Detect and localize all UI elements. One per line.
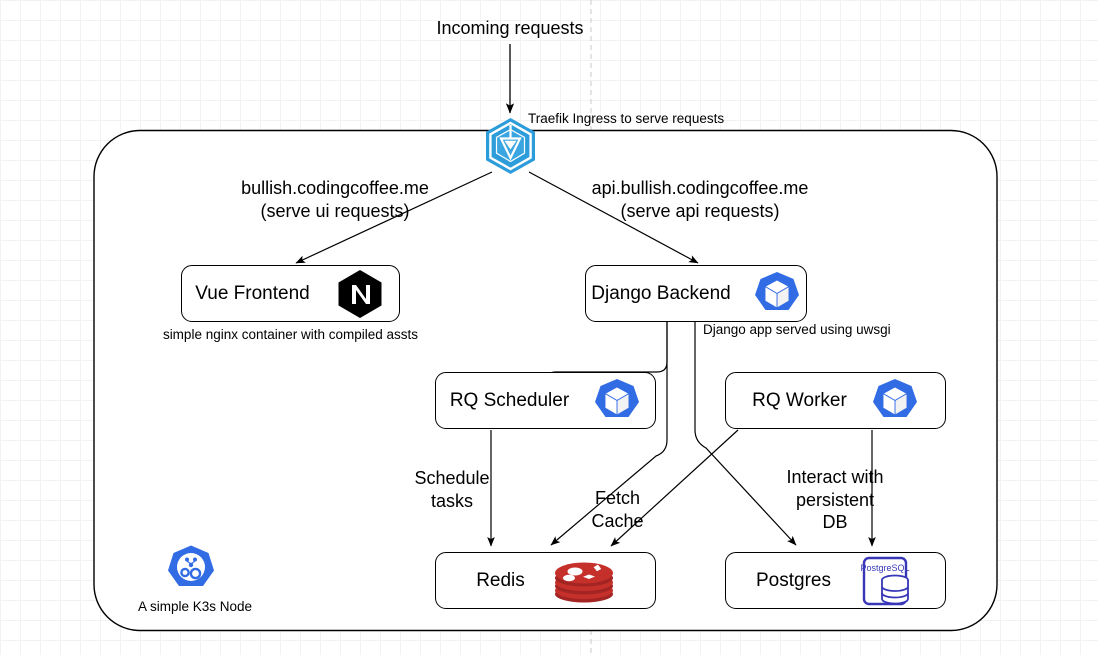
api-route-host: api.bullish.codingcoffee.me bbox=[591, 178, 809, 198]
kubernetes-pod-icon bbox=[871, 377, 919, 425]
node-redis-label: Redis bbox=[476, 569, 525, 591]
kubernetes-pod-icon bbox=[753, 270, 801, 318]
redis-icon bbox=[553, 557, 615, 605]
ui-route-purpose: (serve ui requests) bbox=[260, 200, 410, 221]
edge-worker-to-redis bbox=[610, 429, 739, 547]
node-postgres-label: Postgres bbox=[756, 569, 831, 591]
edge-backend-trunk-left bbox=[550, 322, 668, 546]
node-rq-worker[interactable]: RQ Worker bbox=[725, 372, 946, 429]
node-postgres[interactable]: Postgres PostgreSQL bbox=[725, 552, 946, 609]
edge-traefik-to-backend bbox=[528, 171, 699, 264]
postgresql-icon: PostgreSQL bbox=[861, 555, 915, 607]
traefik-icon bbox=[482, 116, 539, 176]
node-rq-scheduler[interactable]: RQ Scheduler bbox=[435, 372, 656, 429]
api-route-label: api.bullish.codingcoffee.me(serve api re… bbox=[575, 177, 825, 222]
ui-route-label: bullish.codingcoffee.me(serve ui request… bbox=[220, 177, 450, 222]
k3s-node-label: A simple K3s Node bbox=[137, 599, 253, 614]
edge-label-schedule-tasks: Schedule tasks bbox=[414, 468, 490, 511]
kubernetes-pod-icon bbox=[593, 377, 641, 425]
incoming-requests-label: Incoming requests bbox=[436, 18, 584, 38]
node-django-backend[interactable]: Django Backend bbox=[585, 265, 807, 322]
edge-backend-trunk-right bbox=[694, 322, 797, 546]
node-redis[interactable]: Redis bbox=[435, 552, 656, 609]
traefik-caption: Traefik Ingress to serve requests bbox=[528, 111, 725, 126]
node-vue-frontend-caption: simple nginx container with compiled ass… bbox=[162, 327, 419, 342]
edge-label-interact-db: Interact with persistent DB bbox=[786, 467, 884, 532]
api-route-purpose: (serve api requests) bbox=[620, 200, 780, 221]
node-django-backend-label: Django Backend bbox=[591, 282, 731, 304]
node-vue-frontend[interactable]: Vue Frontend bbox=[181, 265, 400, 322]
node-rq-scheduler-label: RQ Scheduler bbox=[449, 389, 570, 411]
edge-traefik-to-frontend bbox=[295, 171, 493, 264]
svg-text:PostgreSQL: PostgreSQL bbox=[861, 563, 910, 573]
node-vue-frontend-label: Vue Frontend bbox=[195, 282, 310, 304]
edge-label-fetch-cache: Fetch Cache bbox=[591, 488, 644, 531]
node-rq-worker-label: RQ Worker bbox=[752, 389, 847, 411]
node-django-backend-caption: Django app served using uwsgi bbox=[703, 322, 891, 337]
k3s-node-icon bbox=[166, 544, 216, 594]
ui-route-host: bullish.codingcoffee.me bbox=[241, 178, 429, 198]
nginx-icon bbox=[334, 268, 386, 320]
